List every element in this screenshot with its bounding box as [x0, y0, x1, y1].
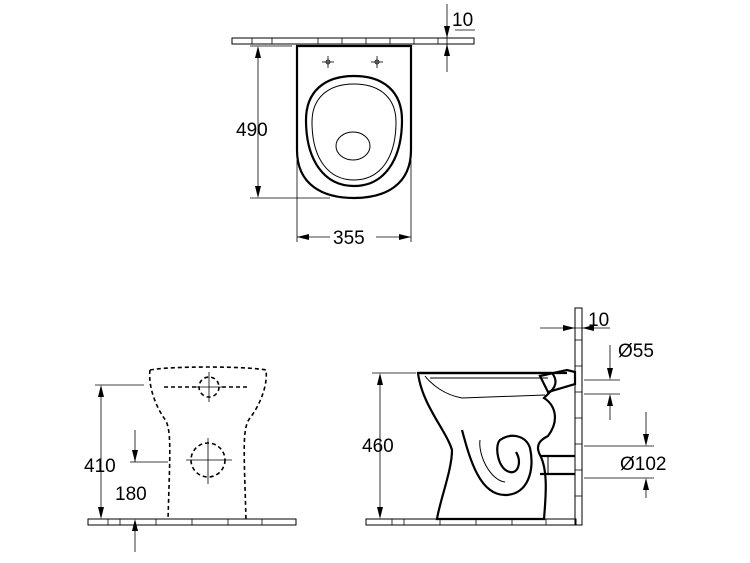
inlet-circle-icon [196, 372, 222, 402]
outlet-circle-icon [186, 438, 232, 484]
top-bowl-outline [295, 44, 413, 200]
dimension-460: 460 [362, 372, 416, 519]
dimension-10-side: 10 [540, 310, 610, 340]
top-view: 490 355 10 [231, 4, 475, 249]
dim-top-depth: 490 [236, 120, 268, 141]
front-body-outline [148, 366, 268, 521]
fixing-cross-icon [322, 56, 383, 68]
top-seat-inner [311, 83, 397, 181]
dim-top-width: 355 [333, 228, 365, 249]
front-view: 410 180 [84, 366, 297, 552]
side-bowl-inner [424, 375, 546, 399]
top-seat-outline [304, 74, 404, 188]
dimension-410: 410 [84, 384, 144, 519]
dim-outlet-diameter: Ø102 [620, 454, 666, 475]
dimension-10-top: 10 [444, 4, 475, 72]
front-floor-band [87, 518, 297, 526]
dimension-355: 355 [296, 160, 412, 249]
side-siphon-trap [460, 429, 533, 497]
dimension-490: 490 [236, 45, 330, 199]
side-view: 460 10 Ø55 Ø102 [362, 307, 666, 526]
dim-front-outlet-height: 180 [115, 484, 147, 505]
side-wall-band [574, 307, 583, 526]
dimension-180: 180 [115, 430, 168, 552]
dim-side-height: 460 [362, 436, 394, 457]
top-drain-hole [335, 131, 371, 161]
top-wall-band [231, 37, 475, 45]
dim-inlet-diameter: Ø55 [618, 341, 654, 362]
dim-top-seat-offset: 10 [452, 10, 473, 31]
dimension-d102: Ø102 [584, 412, 666, 498]
dimension-d55: Ø55 [584, 341, 654, 420]
side-bowl-body [416, 371, 557, 521]
dim-front-height: 410 [84, 456, 116, 477]
side-inlet [538, 368, 577, 394]
dim-side-wall-offset: 10 [588, 310, 609, 331]
